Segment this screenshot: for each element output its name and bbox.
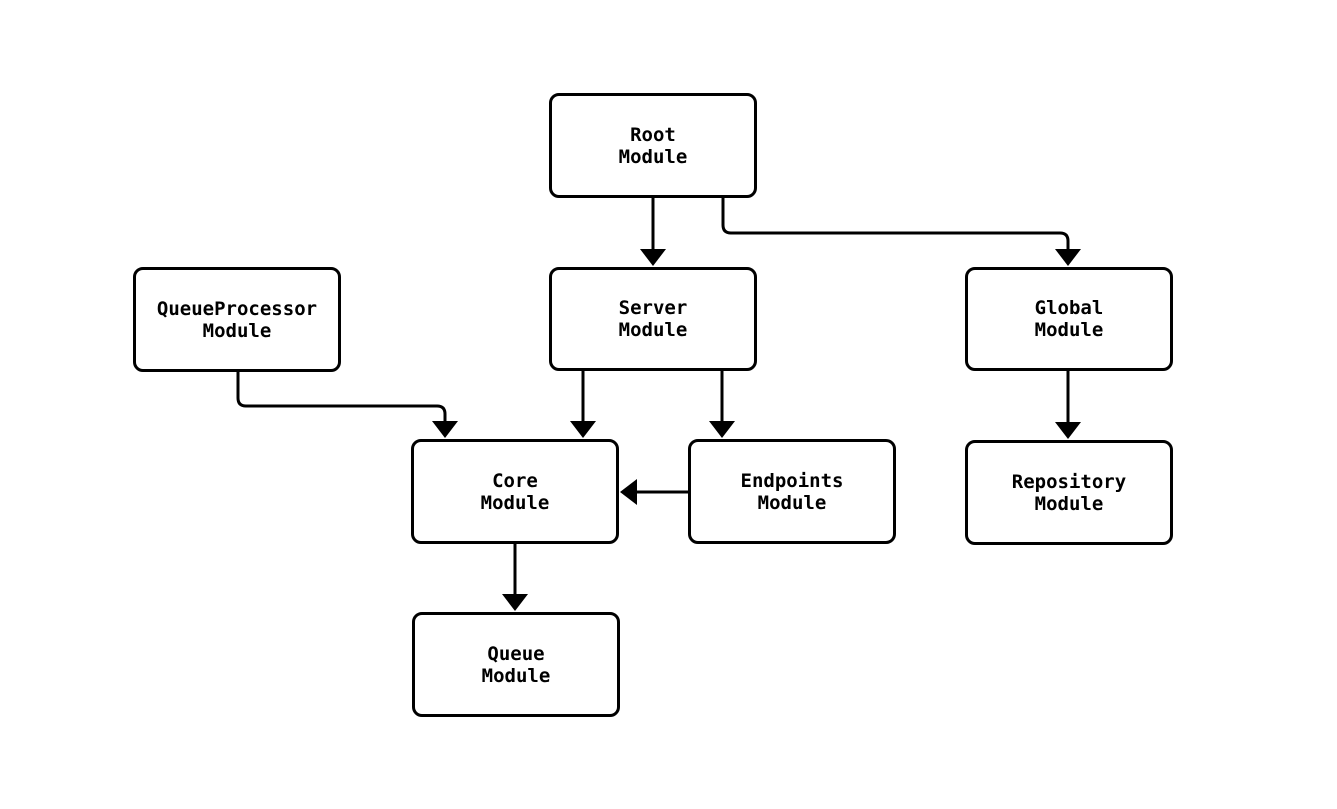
node-core: Core Module: [411, 439, 619, 544]
node-label-endpoints: Endpoints Module: [740, 469, 844, 514]
node-label-server: Server Module: [618, 297, 688, 341]
node-label-queue-processor: QueueProcessor Module: [156, 297, 318, 342]
node-queue: Queue Module: [412, 612, 620, 717]
node-label-core: Core Module: [480, 469, 550, 514]
arrowhead-global-repository: [1055, 422, 1081, 439]
arrowhead-server-endpoints: [709, 421, 735, 438]
arrowhead-root-global: [1055, 249, 1081, 266]
edge-root-global: [721, 198, 1070, 249]
node-root: Root Module: [549, 93, 757, 198]
node-label-global: Global Module: [1034, 297, 1104, 341]
node-label-root: Root Module: [618, 123, 688, 168]
edge-queue-processor-core: [236, 372, 447, 421]
arrowhead-endpoints-core: [620, 479, 637, 505]
node-repository: Repository Module: [965, 440, 1173, 545]
arrowhead-core-queue: [502, 594, 528, 611]
node-queue-processor: QueueProcessor Module: [133, 267, 341, 372]
node-global: Global Module: [965, 267, 1173, 371]
node-label-repository: Repository Module: [1011, 470, 1127, 515]
node-server: Server Module: [549, 267, 757, 371]
arrowhead-root-server: [640, 249, 666, 266]
arrowhead-queue-processor-core: [432, 421, 458, 438]
node-label-queue: Queue Module: [481, 642, 551, 687]
node-endpoints: Endpoints Module: [688, 439, 896, 544]
arrowhead-server-core: [570, 421, 596, 438]
